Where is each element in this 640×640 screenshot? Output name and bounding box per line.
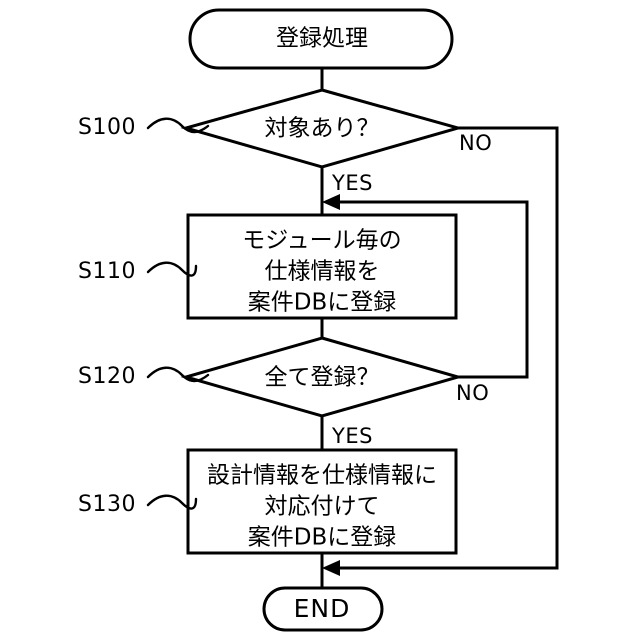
node-end-terminator[interactable] [262,586,384,632]
node-s130-line2: 対応付けて [265,494,380,520]
arrowhead-s100-no-to-end [322,560,340,576]
connector-s120-no-loopback [330,200,529,379]
node-s100-decision[interactable] [180,88,464,169]
node-s130-line3: 案件DBに登録 [248,525,397,551]
node-s110-line1: モジュール毎の [242,228,401,254]
node-start-terminator[interactable] [188,8,454,70]
leader-squiggle-s100 [146,117,210,134]
node-s100-label: 対象あり？ [265,116,380,142]
leader-squiggle-s120 [146,366,210,383]
branch-label-s100-no: NO [459,131,492,155]
node-s110-line3: 案件DBに登録 [248,290,397,316]
node-s130-process[interactable] [186,448,458,555]
node-s120-decision[interactable] [180,336,464,418]
node-s120-label: 全て登録？ [265,365,380,391]
node-s110-line2: 仕様情報を [265,259,380,285]
step-label-s120: S120 [78,364,136,389]
leader-squiggle-s110 [146,261,198,277]
node-s110-process[interactable] [186,213,458,320]
branch-label-s120-no: NO [456,381,489,405]
leader-squiggle-s130 [146,494,198,510]
step-label-s100: S100 [78,115,136,140]
arrowhead-s120-no-loopback [322,194,340,210]
branch-label-s100-yes: YES [331,171,373,195]
connector-s100-no-to-end [330,126,559,570]
step-label-s130: S130 [78,492,136,517]
node-start-label: 登録処理 [276,26,368,52]
step-label-s110: S110 [78,259,136,284]
node-end-label: END [294,594,351,623]
node-s130-line1: 設計情報を仕様情報に [207,463,437,489]
branch-label-s120-yes: YES [331,424,373,448]
